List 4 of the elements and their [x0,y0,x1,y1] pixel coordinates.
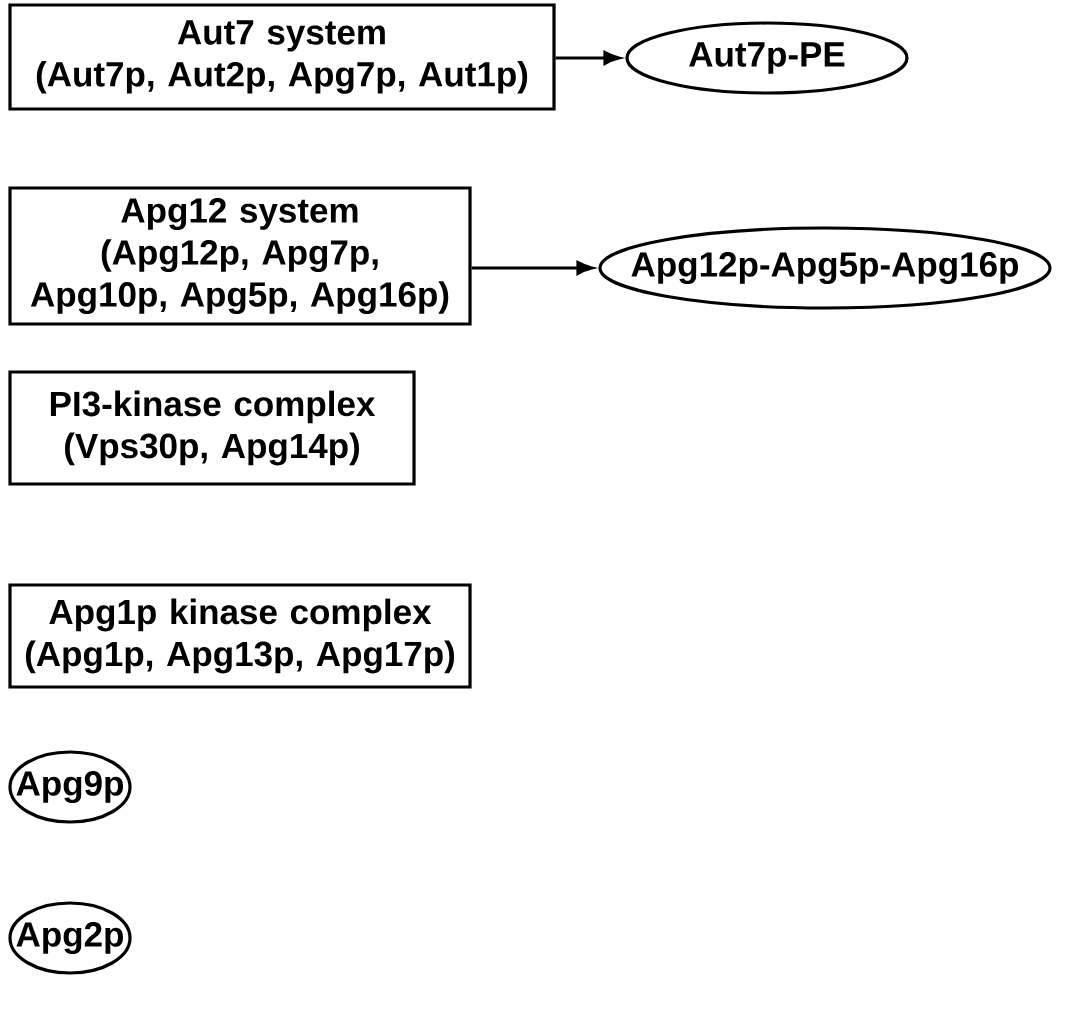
process-box: PI3-kinase complex (Vps30p, Apg14p) [8,370,416,486]
process-box: Apg1p kinase complex (Apg1p, Apg13p, Apg17p) [8,583,472,689]
process-box: Aut7 system (Aut7p, Aut2p, Apg7p, Aut1p) [8,3,556,111]
process-box: Apg12 system (Apg12p, Apg7p, Apg10p, Apg5p, Apg16p) [8,186,472,326]
